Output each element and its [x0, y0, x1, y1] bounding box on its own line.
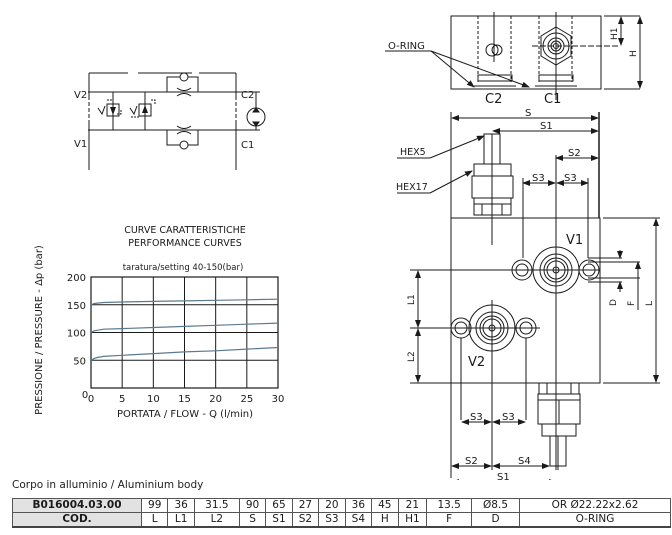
y-tick-label: 50	[73, 356, 86, 367]
origin-label: 0	[82, 390, 88, 401]
spec-header: L	[140, 512, 169, 528]
dim-s3-top-right: S3	[564, 173, 577, 184]
chart-xlabel: PORTATA / FLOW - Q (l/min)	[117, 409, 253, 420]
body-material-caption: Corpo in alluminio / Aluminium body	[12, 479, 204, 491]
hex17-label: HEX17	[396, 182, 428, 193]
spec-cell: 21	[397, 498, 428, 513]
dim-h1: H1	[610, 28, 620, 41]
dim-s4: S4	[518, 456, 531, 467]
port-v2: V2	[468, 355, 485, 370]
curve-setting-150	[90, 298, 279, 306]
spec-cell: 45	[371, 498, 399, 513]
spec-cell: 65	[265, 498, 293, 513]
dim-d: D	[609, 299, 619, 306]
chart-subtitle: taratura/setting 40-150(bar)	[123, 263, 244, 273]
top-port-c1: C1	[544, 92, 561, 107]
dim-s3-bottom-left: S3	[470, 412, 483, 423]
x-tick-label: 25	[240, 394, 253, 405]
port-c2-label: C2	[241, 90, 254, 101]
curve-setting-100	[90, 322, 279, 334]
spec-cell: Ø8.5	[471, 498, 520, 513]
spec-header: S1	[265, 512, 293, 528]
spec-headers-row: COD. L L1 L2 S S1 S2 S3 S4 H H1 F D O-RI…	[12, 512, 671, 528]
spec-cell: 36	[167, 498, 195, 513]
curve-setting-50	[90, 346, 279, 361]
spec-header: O-RING	[519, 512, 671, 528]
dim-s2-bottom: S2	[465, 456, 478, 467]
spec-header: S4	[344, 512, 373, 528]
spec-header: S3	[318, 512, 346, 528]
x-tick-label: 10	[147, 394, 160, 405]
x-tick-label: 30	[272, 394, 285, 405]
spec-values-row: B016004.03.00 99 36 31.5 90 65 27 20 36 …	[12, 498, 671, 513]
dim-l1: L1	[407, 294, 417, 305]
port-v2-label: V2	[74, 90, 87, 101]
spec-cell: 13.5	[426, 498, 473, 513]
spec-header: H	[371, 512, 399, 528]
spec-header: L2	[193, 512, 240, 528]
spec-cell: 20	[318, 498, 346, 513]
spec-header: L1	[167, 512, 195, 528]
dim-s3-top-left: S3	[532, 173, 545, 184]
spec-header: S	[238, 512, 267, 528]
front-view	[397, 112, 660, 480]
spec-header: D	[471, 512, 520, 528]
dim-l2: L2	[407, 351, 417, 362]
port-v1-label: V1	[74, 139, 87, 150]
y-tick-label: 150	[67, 301, 86, 312]
technical-drawing: V2 V1 C2 C1 CURVE CARATTERISTICHE PERFOR…	[34, 12, 660, 480]
y-tick-label: 200	[67, 273, 86, 284]
top-view	[385, 12, 643, 100]
hydraulic-schematic	[88, 72, 266, 170]
top-port-c2: C2	[485, 92, 502, 107]
chart-title-it: CURVE CARATTERISTICHE	[124, 225, 246, 236]
dim-s3-bottom-right: S3	[502, 412, 515, 423]
y-tick-label: 100	[67, 329, 86, 340]
x-tick-label: 0	[88, 394, 94, 405]
spec-cell: 90	[238, 498, 267, 513]
performance-chart: 0 5 10 15 20 25 30 50 100 150 200 0	[67, 273, 284, 405]
spec-header: S2	[291, 512, 320, 528]
spec-cell: OR Ø22.22x2.62	[519, 498, 671, 513]
spec-cell: 27	[291, 498, 320, 513]
dim-s1-bottom: S1	[497, 472, 510, 480]
chart-title-en: PERFORMANCE CURVES	[128, 238, 242, 249]
spec-table: B016004.03.00 99 36 31.5 90 65 27 20 36 …	[12, 498, 671, 528]
hex5-label: HEX5	[400, 147, 426, 158]
x-tick-label: 15	[178, 394, 191, 405]
dim-s2-top: S2	[568, 148, 581, 159]
oring-label: O-RING	[388, 41, 425, 52]
dim-f: F	[627, 301, 637, 306]
x-tick-label: 20	[209, 394, 222, 405]
x-tick-label: 5	[119, 394, 125, 405]
spec-code-header: COD.	[12, 512, 142, 528]
port-v1: V1	[566, 233, 583, 248]
spec-header: F	[426, 512, 473, 528]
spec-cell: 36	[344, 498, 373, 513]
port-c1-label: C1	[241, 140, 254, 151]
dim-s: S	[525, 108, 531, 119]
spec-code-value: B016004.03.00	[12, 498, 142, 513]
dim-l: L	[645, 301, 655, 306]
dim-h: H	[629, 50, 639, 57]
spec-cell: 31.5	[193, 498, 240, 513]
chart-ylabel: PRESSIONE / PRESSURE - Δp (bar)	[34, 245, 45, 415]
spec-cell: 99	[140, 498, 169, 513]
dim-s1-top: S1	[540, 121, 553, 132]
spec-header: H1	[397, 512, 428, 528]
